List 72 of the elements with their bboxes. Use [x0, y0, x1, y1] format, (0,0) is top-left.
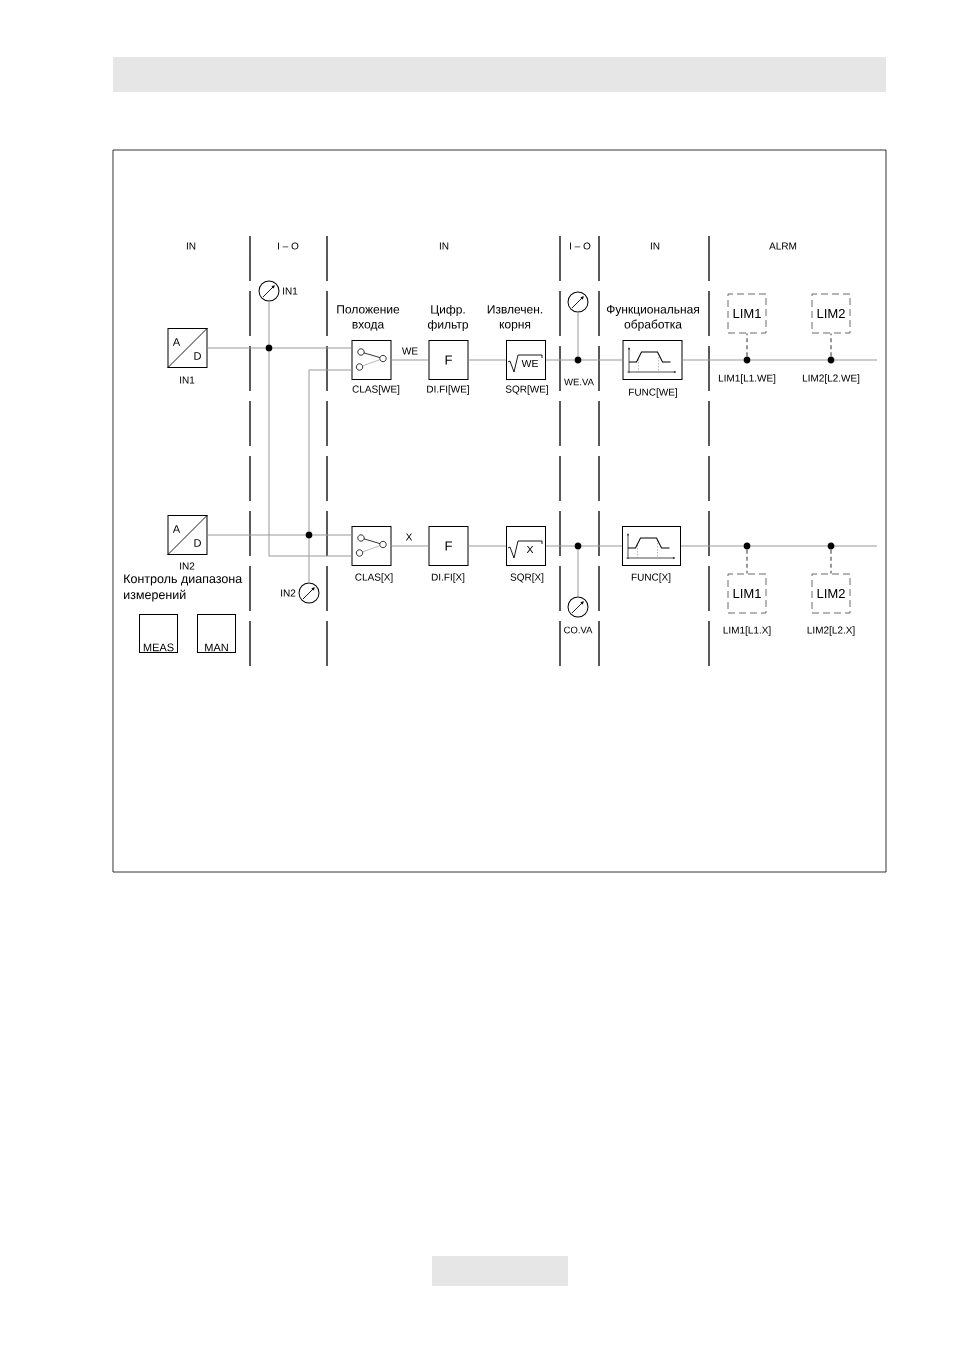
dashed-box: LIM1 [727, 293, 767, 334]
connector-line [750, 359, 828, 361]
signal-label: WE.VA [564, 378, 594, 386]
block-caption: FUNC[WE] [629, 388, 677, 398]
connector-line [581, 545, 623, 547]
edge-label: X [404, 532, 414, 542]
block-caption: FUNC[X] [631, 573, 671, 583]
connector-line [272, 347, 352, 349]
block-heading: Функциональная обработка [606, 305, 699, 331]
connector-line [308, 369, 352, 532]
mode-box: MAN [197, 614, 236, 653]
connector-line [830, 549, 832, 575]
connector-line [391, 545, 429, 547]
block-caption: LIM1[L1.X] [723, 626, 771, 636]
connector-line [268, 301, 270, 345]
converter-box: A D [167, 514, 208, 556]
group-heading: Контроль диапазона измерений [124, 574, 243, 602]
block-caption: DI.FI[WE] [427, 385, 469, 395]
gauge-label: IN2 [281, 589, 296, 597]
column-heading: IN [186, 242, 196, 250]
signal-label: LIM2[L2.WE] [802, 374, 860, 384]
column-heading: I – O [278, 242, 299, 250]
connector-line [577, 312, 579, 357]
connector-line [545, 359, 575, 361]
dashed-box: LIM1 [727, 573, 767, 614]
process-box: WE [506, 340, 546, 380]
converter-box: A D [167, 327, 208, 369]
mode-box: MEAS [139, 614, 178, 653]
column-heading: ALRM [769, 242, 797, 250]
block-caption: IN2 [180, 562, 195, 570]
signal-label: LIM1[L1.WE] [718, 374, 776, 384]
connector-line [391, 359, 429, 361]
connector-line [682, 359, 744, 361]
block-caption: SQR[X] [510, 573, 544, 583]
gauge-label: CO.VA [564, 626, 593, 634]
gauge-label: IN1 [283, 287, 298, 295]
connector-line [468, 359, 507, 361]
block-heading: Извлечен. корня [487, 305, 543, 331]
connector-line [207, 347, 266, 349]
dashed-box: LIM2 [811, 573, 851, 614]
block-caption: IN1 [180, 376, 195, 384]
connector-line [746, 549, 748, 575]
dashed-box: LIM2 [811, 293, 851, 334]
connector-line [268, 351, 352, 557]
block-heading: Цифр. фильтр [427, 304, 469, 332]
process-box: F [428, 526, 469, 566]
process-box: X [506, 526, 546, 566]
block-caption: CLAS[X] [355, 573, 393, 583]
connector-line [308, 538, 310, 583]
block-caption: LIM2[L2.X] [807, 626, 855, 636]
connector-line [746, 332, 748, 357]
column-heading: I – O [570, 242, 591, 250]
connector-line [545, 545, 575, 547]
edge-label: WE [400, 346, 420, 356]
connector-line [834, 545, 878, 547]
connector-line [581, 359, 623, 361]
connector-line [750, 545, 828, 547]
process-box: F [428, 340, 469, 380]
connector-line [207, 534, 306, 536]
connector-line [312, 534, 352, 536]
connector-line [577, 549, 579, 597]
column-heading: IN [650, 242, 660, 250]
gauge-icon [567, 291, 589, 313]
block-heading: Положение входа [337, 305, 400, 331]
connector-line [468, 545, 507, 547]
block-caption: SQR[WE] [505, 385, 548, 395]
connector-line [830, 332, 832, 357]
block-caption: CLAS[WE] [352, 385, 400, 395]
block-caption: DI.FI[X] [431, 573, 465, 583]
connector-line [834, 359, 878, 361]
connector-line [680, 545, 744, 547]
column-heading: IN [439, 242, 449, 250]
